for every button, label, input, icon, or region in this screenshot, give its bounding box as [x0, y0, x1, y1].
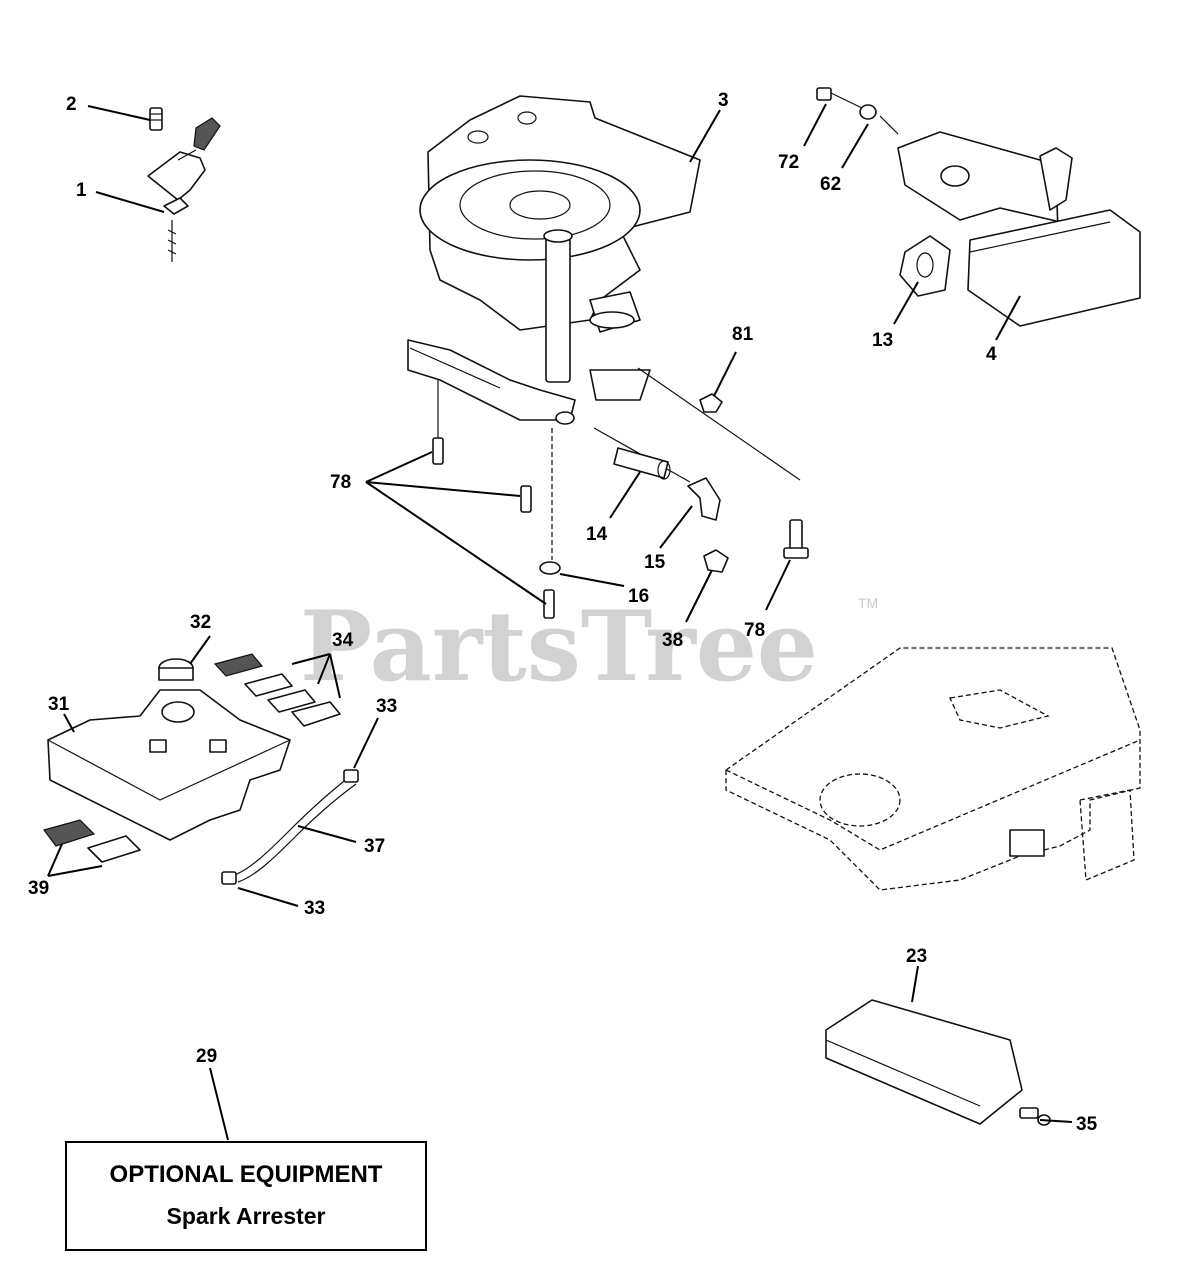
callout-numbers: 2 1 3 72 62 13 4 81 78 14 15 16 38 78 32…: [28, 90, 1098, 1135]
callout-16: 16: [628, 586, 649, 607]
callout-3: 3: [718, 90, 729, 111]
leader-lines: [47, 103, 1073, 1141]
callout-29: 29: [196, 1046, 217, 1067]
part-mounting-plate: [725, 647, 1141, 891]
part-hardware: [432, 380, 809, 619]
callout-23: 23: [906, 946, 927, 967]
callout-38: 38: [662, 630, 683, 651]
callout-37: 37: [364, 836, 385, 857]
callout-1: 1: [76, 180, 87, 201]
callout-2: 2: [66, 94, 77, 115]
callout-15: 15: [644, 552, 666, 573]
part-throttle-lever: [147, 107, 221, 262]
part-muffler: [816, 87, 1141, 327]
part-spark-arrester: [825, 999, 1051, 1126]
callout-32: 32: [190, 612, 211, 633]
callout-31: 31: [48, 694, 70, 715]
optional-equipment-box: OPTIONAL EQUIPMENT Spark Arrester: [65, 1141, 427, 1251]
part-engine: [407, 95, 801, 483]
callout-14: 14: [586, 524, 608, 545]
trademark-mark: TM: [858, 595, 878, 611]
callout-78-right: 78: [744, 620, 765, 641]
callout-81: 81: [732, 324, 754, 345]
callout-78-left: 78: [330, 472, 351, 493]
callout-34: 34: [332, 630, 354, 651]
partstree-watermark: PartsTree: [300, 590, 818, 703]
callout-39: 39: [28, 878, 49, 899]
optional-equipment-subtitle: Spark Arrester: [166, 1203, 326, 1229]
optional-equipment-title: OPTIONAL EQUIPMENT: [109, 1161, 383, 1188]
callout-35: 35: [1076, 1114, 1098, 1135]
callout-33-bottom: 33: [304, 898, 325, 919]
callout-62: 62: [820, 174, 841, 195]
part-fuel-line: [221, 769, 359, 885]
callout-33-top: 33: [376, 696, 397, 717]
part-fuel-tank: [42, 653, 341, 863]
callout-72: 72: [778, 152, 799, 173]
callout-4: 4: [986, 344, 997, 365]
callout-13: 13: [872, 330, 893, 351]
